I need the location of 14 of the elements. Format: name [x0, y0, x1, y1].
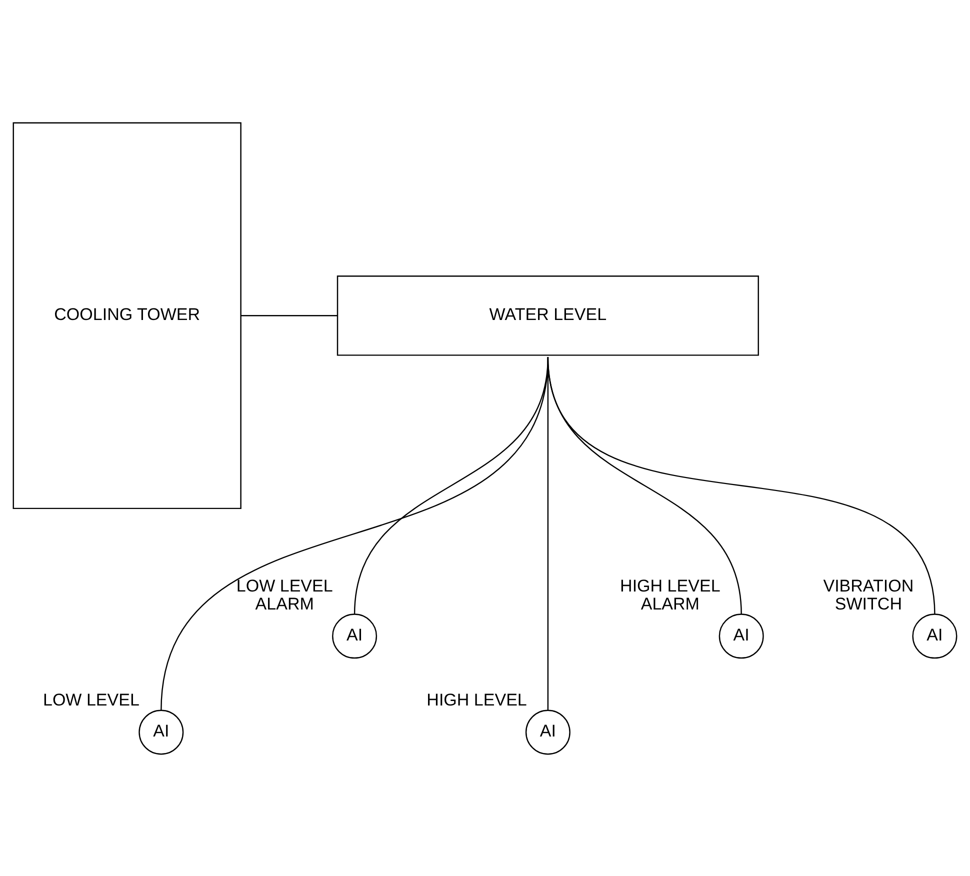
node-circle: AI: [525, 709, 570, 754]
node-circle: AI: [718, 613, 764, 658]
node-box: COOLING TOWER: [12, 122, 242, 509]
connector: [547, 356, 936, 614]
connector: [240, 314, 338, 316]
node-label: VIBRATION SWITCH: [823, 576, 914, 614]
node-circle: AI: [912, 613, 958, 658]
node-label: HIGH LEVEL ALARM: [620, 576, 720, 614]
node-label: LOW LEVEL ALARM: [236, 576, 333, 614]
node-label: HIGH LEVEL: [426, 690, 527, 710]
node-box: WATER LEVEL: [336, 275, 759, 356]
node-circle: AI: [332, 613, 378, 658]
node-circle: AI: [138, 709, 184, 754]
node-label: LOW LEVEL: [42, 690, 140, 710]
